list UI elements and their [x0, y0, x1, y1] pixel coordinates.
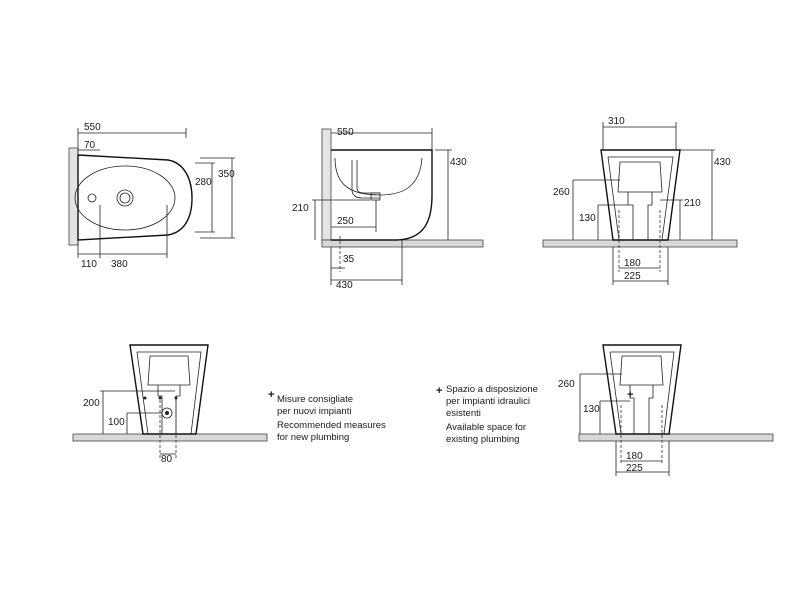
dim-310: 310: [608, 116, 625, 127]
bidet-front-outline: [602, 344, 682, 435]
bowl-front: [147, 355, 191, 386]
floor: [72, 433, 268, 442]
front-view-c: + 260 130 180 225: [558, 344, 774, 476]
legend-new-line-4: for new plumbing: [277, 432, 349, 443]
supply-point: [158, 396, 162, 400]
drain-inner: [119, 192, 131, 204]
dim-35: 35: [343, 254, 355, 265]
dim-380: 380: [111, 259, 128, 270]
dim-280: 280: [195, 177, 212, 188]
dim-430-width: 430: [336, 280, 353, 291]
bidet-profile: [331, 149, 433, 241]
supply-point: [143, 396, 147, 400]
dim-210: 210: [684, 198, 701, 209]
dim-550: 550: [337, 127, 354, 138]
floor: [321, 239, 484, 248]
drain-outer: [116, 189, 134, 207]
tap-hole: [87, 193, 97, 203]
dim-430-height: 430: [450, 157, 467, 168]
dim-260: 260: [553, 187, 570, 198]
dim-110: 110: [81, 259, 97, 270]
legend-new-line-3: Recommended measures: [277, 420, 386, 431]
supply-point: [174, 396, 178, 400]
legend-existing-line-4: Available space for: [446, 422, 526, 433]
dim-100: 100: [108, 417, 125, 428]
dim-430: 430: [714, 157, 731, 168]
side-view: 550 430 210 250 35 430: [292, 127, 484, 291]
dim-250: 250: [337, 216, 354, 227]
top-view: 550 70 280 350 110 380: [68, 122, 235, 270]
legend-existing-line-2: per impianti idraulici: [446, 396, 530, 407]
dim-130: 130: [583, 404, 600, 415]
wall: [68, 147, 79, 246]
plus-symbol-existing: +: [436, 385, 442, 397]
wall: [321, 128, 332, 241]
plus-marker: +: [627, 389, 633, 401]
bowl-rim: [74, 165, 176, 231]
front-view-b: 200 100 80: [72, 344, 268, 465]
dim-180: 180: [626, 451, 643, 462]
dim-70: 70: [84, 140, 96, 151]
legend: + Misure consigliate per nuovi impianti …: [268, 384, 538, 445]
dim-350: 350: [218, 169, 235, 180]
dim-180: 180: [624, 258, 641, 269]
bowl-front: [619, 355, 664, 386]
bidet-outline: [77, 154, 193, 241]
legend-existing-line-1: Spazio a disposizione: [446, 384, 538, 395]
bowl-profile: [334, 157, 423, 196]
legend-existing-line-3: esistenti: [446, 408, 481, 419]
pipe: [351, 160, 380, 199]
dim-225: 225: [624, 271, 641, 282]
dim-130: 130: [579, 213, 596, 224]
dim-260: 260: [558, 379, 575, 390]
legend-existing-line-5: existing plumbing: [446, 434, 519, 445]
floor: [578, 433, 774, 442]
bidet-front-outline: [129, 344, 209, 435]
legend-new-line-1: Misure consigliate: [277, 394, 353, 405]
legend-new-line-2: per nuovi impianti: [277, 406, 351, 417]
plus-symbol-new: +: [268, 389, 274, 401]
bowl-front: [617, 161, 663, 193]
bidet-front-outline: [600, 149, 681, 241]
front-view-a: 310 430 260 130 210 180 225: [542, 116, 738, 285]
dim-225: 225: [626, 463, 643, 474]
dim-210: 210: [292, 203, 309, 214]
dim-550: 550: [84, 122, 101, 133]
dim-200: 200: [83, 398, 100, 409]
floor: [542, 239, 738, 248]
dim-80: 80: [161, 454, 173, 465]
